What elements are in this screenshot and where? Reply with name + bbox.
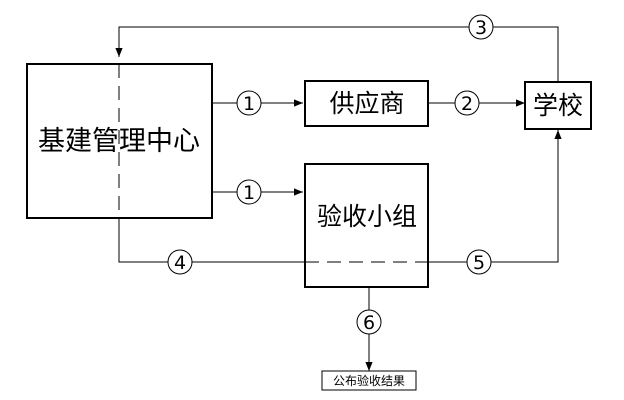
school-label: 学校 xyxy=(533,91,583,120)
step-marker-2: 2 xyxy=(454,90,480,116)
step-marker-5: 5 xyxy=(466,249,492,275)
step-2-label: 2 xyxy=(461,93,473,115)
result-label: 公布验收结果 xyxy=(333,373,405,388)
step-marker-1a: 1 xyxy=(236,90,262,116)
step-1a-label: 1 xyxy=(243,93,255,115)
school-box xyxy=(524,81,592,130)
step-marker-4: 4 xyxy=(167,249,193,275)
step-6-label: 6 xyxy=(363,312,375,334)
connector-bottom-left xyxy=(118,218,305,263)
connector-school-to-center xyxy=(115,26,559,82)
acceptance-group-label: 验收小组 xyxy=(317,202,417,231)
result-box xyxy=(321,370,417,391)
center-label: 基建管理中心 xyxy=(38,126,200,157)
supplier-box xyxy=(304,80,429,127)
step-marker-6: 6 xyxy=(356,309,382,335)
step-marker-1b: 1 xyxy=(236,179,262,205)
supplier-label: 供应商 xyxy=(329,89,404,118)
step-5-label: 5 xyxy=(473,252,485,274)
step-marker-3: 3 xyxy=(468,14,494,40)
step-1b-label: 1 xyxy=(243,182,255,204)
step-3-label: 3 xyxy=(475,17,487,39)
step-4-label: 4 xyxy=(174,252,186,274)
connector-bottom-right xyxy=(428,130,562,263)
acceptance-group-box xyxy=(304,163,429,288)
